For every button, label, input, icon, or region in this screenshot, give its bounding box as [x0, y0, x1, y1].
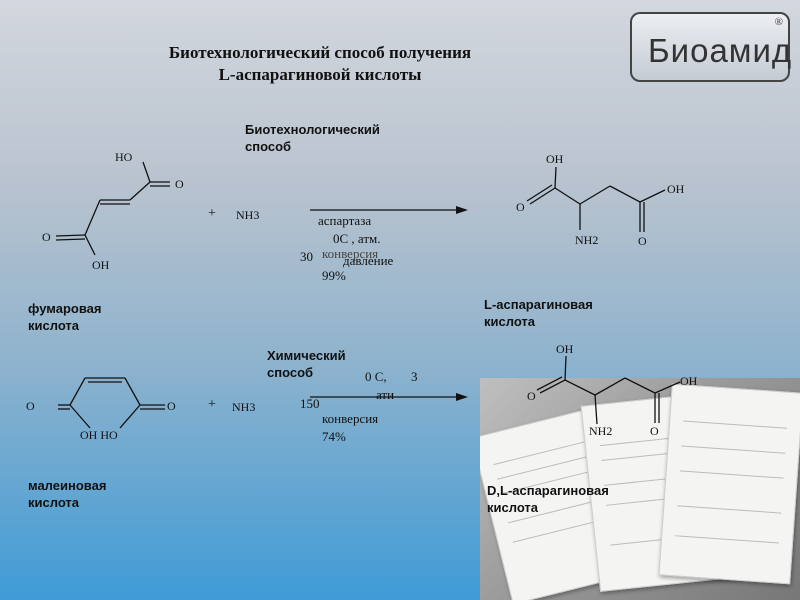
plus-sign: +	[208, 206, 216, 221]
maleic-acid-structure	[58, 377, 165, 429]
label-line: малеиновая	[28, 478, 107, 493]
label-line: способ	[245, 139, 292, 154]
condition-temperature-value: 150	[300, 396, 320, 411]
condition-pressure: давление	[343, 253, 394, 268]
title-line-2: L-аспарагиновой кислоты	[218, 65, 422, 84]
reagent-nh3: NH3	[232, 400, 256, 414]
dl-aspartic-acid-structure	[536, 355, 681, 425]
label-line: кислота	[28, 318, 80, 333]
atom-oh: OH	[680, 374, 698, 388]
plus-sign: +	[208, 397, 216, 412]
l-aspartic-acid-label: L-аспарагиновая кислота	[484, 296, 593, 330]
condition-temperature-unit: 0 C,	[365, 369, 387, 384]
label-line: Биотехнологический	[245, 122, 380, 137]
atom-oh-ho: OH HO	[80, 428, 118, 442]
conversion-label: конверсия	[322, 246, 379, 261]
label-line: кислота	[28, 495, 80, 510]
chemical-method-label: Химический способ	[267, 347, 346, 381]
page-title: Биотехнологический способ получения L-ас…	[120, 42, 520, 86]
logo-text: Биоамид	[648, 32, 793, 69]
atom-o: O	[167, 399, 176, 413]
atom-oh: OH	[667, 182, 685, 196]
condition-pressure-value: 3	[411, 369, 418, 384]
atom-oh: OH	[92, 258, 110, 272]
atom-oh: OH	[556, 342, 574, 356]
title-line-1: Биотехнологический способ получения	[168, 43, 472, 62]
atom-o: O	[650, 424, 659, 438]
patent-documents-photo	[480, 378, 800, 600]
atom-o: O	[527, 389, 536, 403]
conversion-value: 74%	[322, 429, 346, 444]
label-line: фумаровая	[28, 301, 102, 316]
label-line: Химический	[267, 348, 346, 363]
label-line: L-аспарагиновая	[484, 297, 593, 312]
registered-mark: ®	[774, 16, 783, 28]
atom-o: O	[516, 200, 525, 214]
label-line: способ	[267, 365, 314, 380]
atom-ho: HO	[115, 150, 133, 164]
condition-pressure-unit: ати	[376, 387, 395, 402]
condition-temperature-value: 30	[300, 249, 313, 264]
fumaric-acid-structure	[55, 161, 170, 256]
bioamid-logo: Биоамид ®	[630, 12, 793, 82]
reagent-nh3: NH3	[236, 208, 260, 222]
fumaric-acid-label: фумаровая кислота	[28, 300, 101, 334]
maleic-acid-label: малеиновая кислота	[28, 477, 106, 511]
l-aspartic-acid-structure	[526, 166, 666, 232]
biotech-method-label: Биотехнологический способ	[245, 121, 380, 155]
atom-o: O	[26, 399, 35, 413]
enzyme-label: аспартаза	[318, 213, 372, 228]
label-line: кислота	[484, 314, 536, 329]
label-line: D,L-аспарагиновая	[487, 483, 609, 498]
atom-o: O	[638, 234, 647, 248]
atom-oh: OH	[546, 152, 564, 166]
atom-nh2: NH2	[589, 424, 613, 438]
conversion-label: конверсия	[322, 411, 379, 426]
atom-o: O	[42, 230, 51, 244]
atom-o: O	[175, 177, 184, 191]
conversion-value: 99%	[322, 268, 346, 283]
condition-temperature-unit: 0C , атм.	[333, 231, 381, 246]
dl-aspartic-acid-label: D,L-аспарагиновая кислота	[487, 482, 609, 516]
label-line: кислота	[487, 500, 539, 515]
atom-nh2: NH2	[575, 233, 599, 247]
